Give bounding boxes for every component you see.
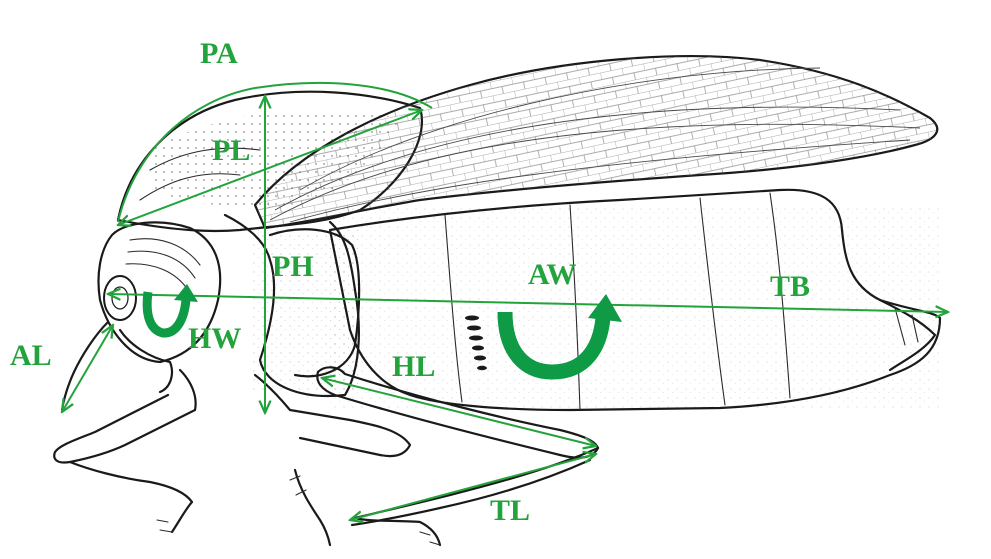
label-tl: TL (490, 494, 530, 527)
label-pl: PL (212, 134, 250, 167)
label-pa: PA (200, 37, 238, 70)
eye (104, 276, 136, 320)
label-al: AL (10, 339, 52, 372)
label-tb: TB (770, 270, 810, 303)
head (99, 222, 221, 392)
label-aw: AW (528, 258, 576, 291)
label-ph: PH (272, 250, 314, 283)
tl-line (350, 454, 596, 520)
front-leg (54, 370, 195, 532)
label-hl: HL (392, 350, 435, 383)
label-hw: HW (188, 322, 241, 355)
al-line (62, 325, 113, 412)
antenna (62, 322, 108, 410)
